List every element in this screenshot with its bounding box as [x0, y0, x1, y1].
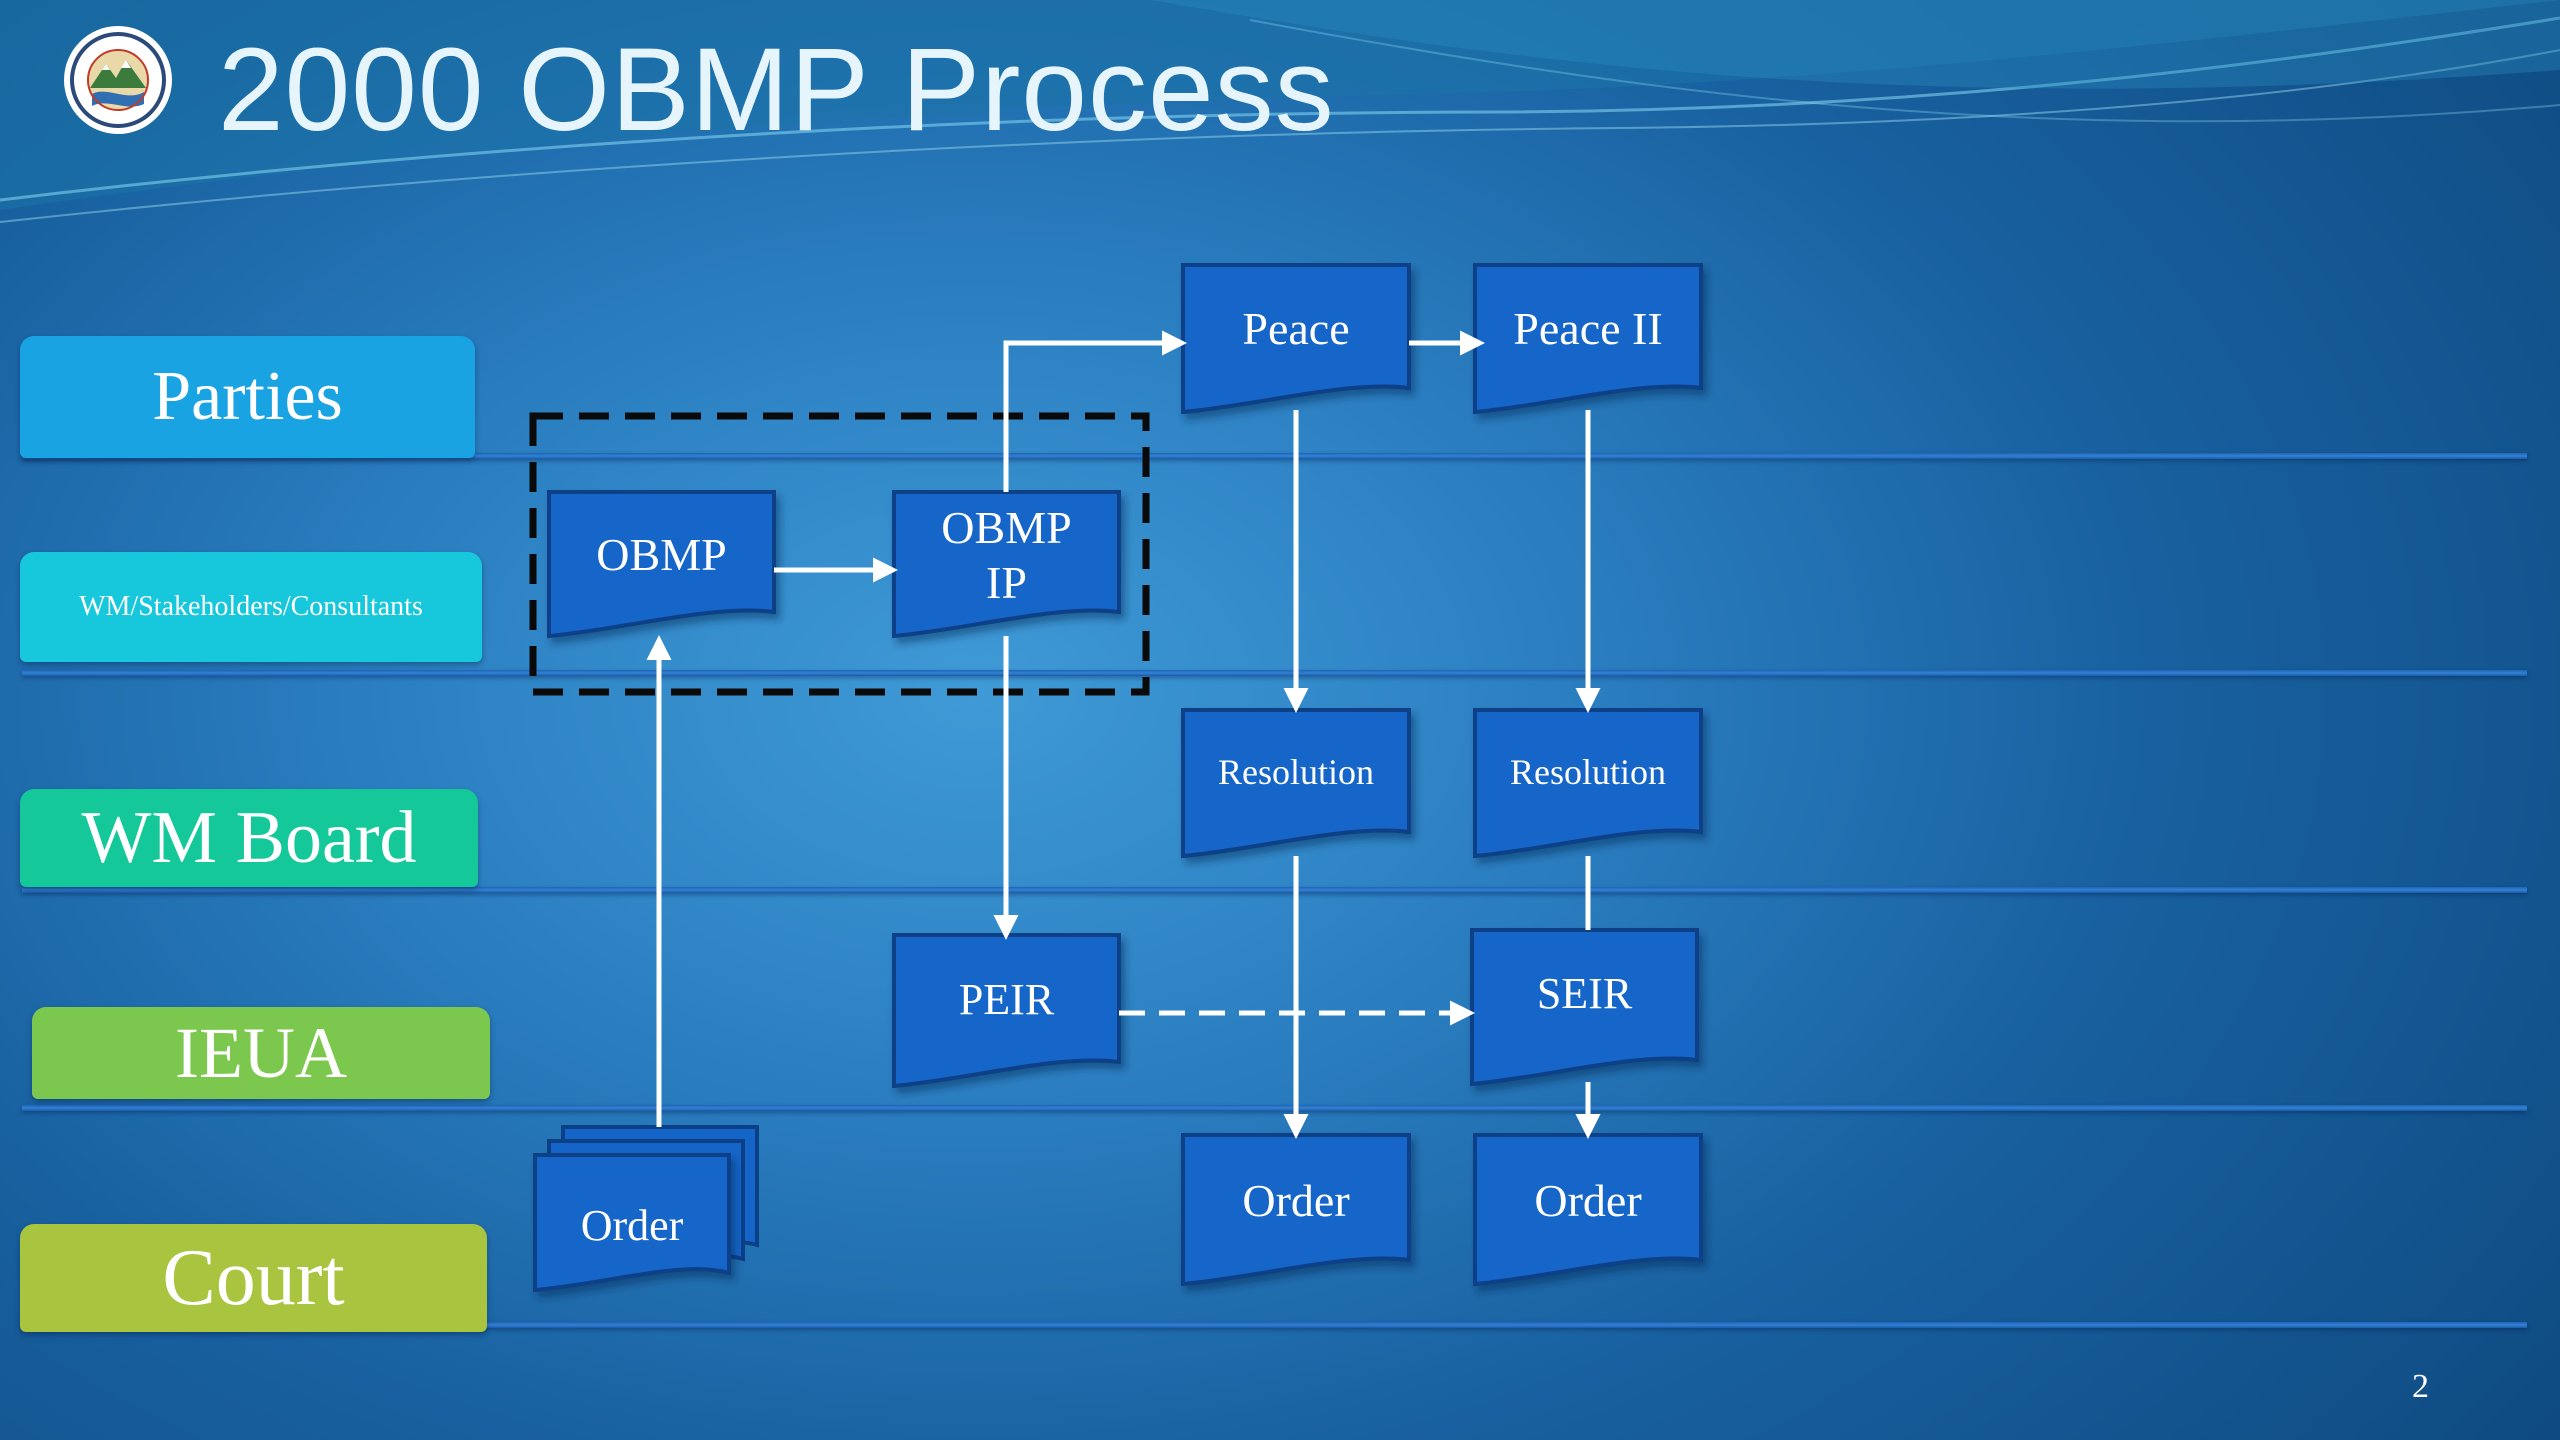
lane-divider — [22, 453, 2527, 459]
order-2-node: Order — [1534, 1175, 1642, 1227]
order-2-document-shape — [1473, 1133, 1703, 1287]
watermaster-logo — [64, 26, 172, 134]
lane-divider — [22, 1105, 2527, 1111]
lane-label-parties: Parties — [20, 336, 475, 458]
peace-document-shape — [1181, 263, 1411, 415]
resolution-1-document-shape — [1181, 708, 1411, 859]
peace-ii-node: Peace II — [1513, 303, 1663, 355]
resolution-1-node: Resolution — [1217, 752, 1374, 793]
document-shapes — [533, 263, 1703, 1293]
peace-node: Peace — [1242, 303, 1350, 355]
order-multi-document-shape — [533, 1153, 731, 1293]
peir-node: PEIR — [958, 974, 1055, 1024]
obmp-ip-line-1: OBMP — [941, 501, 1072, 553]
resolution-2-document-shape — [1473, 708, 1703, 859]
page-number: 2 — [2412, 1368, 2429, 1405]
peace-ii-document-shape — [1473, 263, 1703, 415]
lane-divider — [22, 887, 2527, 893]
lane-label-ieua: IEUA — [32, 1007, 490, 1099]
seir-document-shape — [1470, 928, 1699, 1087]
slide-title: 2000 OBMP Process — [218, 24, 1335, 156]
obmp-phase-dashed-boundary — [529, 412, 1150, 696]
resolution-2-node: Resolution — [1509, 752, 1666, 793]
obmp-node: OBMP — [596, 529, 727, 581]
obmp-ip-line-2: IP — [986, 557, 1027, 608]
lane-label-wm-stakeholders-consultants: WM/Stakeholders/Consultants — [20, 552, 482, 662]
lane-divider — [22, 670, 2527, 676]
seir-node: SEIR — [1536, 968, 1633, 1018]
lane-label-wm-board: WM Board — [20, 789, 478, 887]
arrow-obmp-ip-to-peace — [1003, 330, 1187, 492]
connector-arrows — [646, 330, 1601, 1139]
obmp-document-shape — [547, 490, 776, 639]
lane-divider — [22, 1322, 2527, 1328]
peir-document-shape — [892, 933, 1121, 1089]
lane-label-court: Court — [20, 1224, 487, 1332]
order-multi-node: Order — [580, 1200, 684, 1250]
order-1-document-shape — [1181, 1133, 1411, 1287]
order-1-node: Order — [1242, 1175, 1350, 1227]
obmp-ip-node: OBMP IP — [894, 500, 1119, 610]
obmp-ip-document-shape — [892, 490, 1121, 639]
